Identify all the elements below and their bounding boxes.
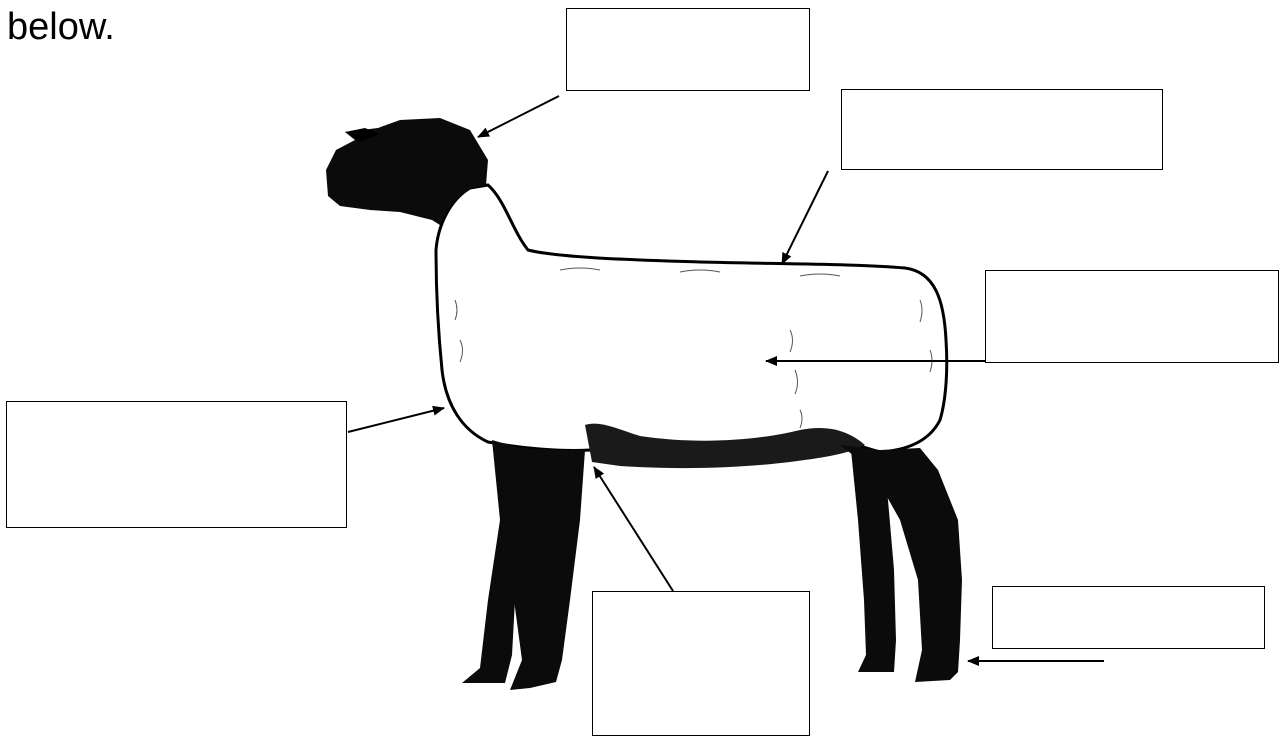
arrow-back	[782, 171, 828, 264]
label-box-back[interactable]	[841, 89, 1163, 170]
label-box-side[interactable]	[985, 270, 1279, 363]
label-box-hoof[interactable]	[992, 586, 1265, 649]
arrow-head	[478, 96, 559, 137]
label-box-chest[interactable]	[6, 401, 347, 528]
label-box-head[interactable]	[566, 8, 810, 91]
sheep-body	[436, 185, 947, 460]
arrow-chest	[348, 408, 444, 432]
arrow-underline	[594, 467, 673, 591]
label-box-underline[interactable]	[592, 591, 810, 736]
